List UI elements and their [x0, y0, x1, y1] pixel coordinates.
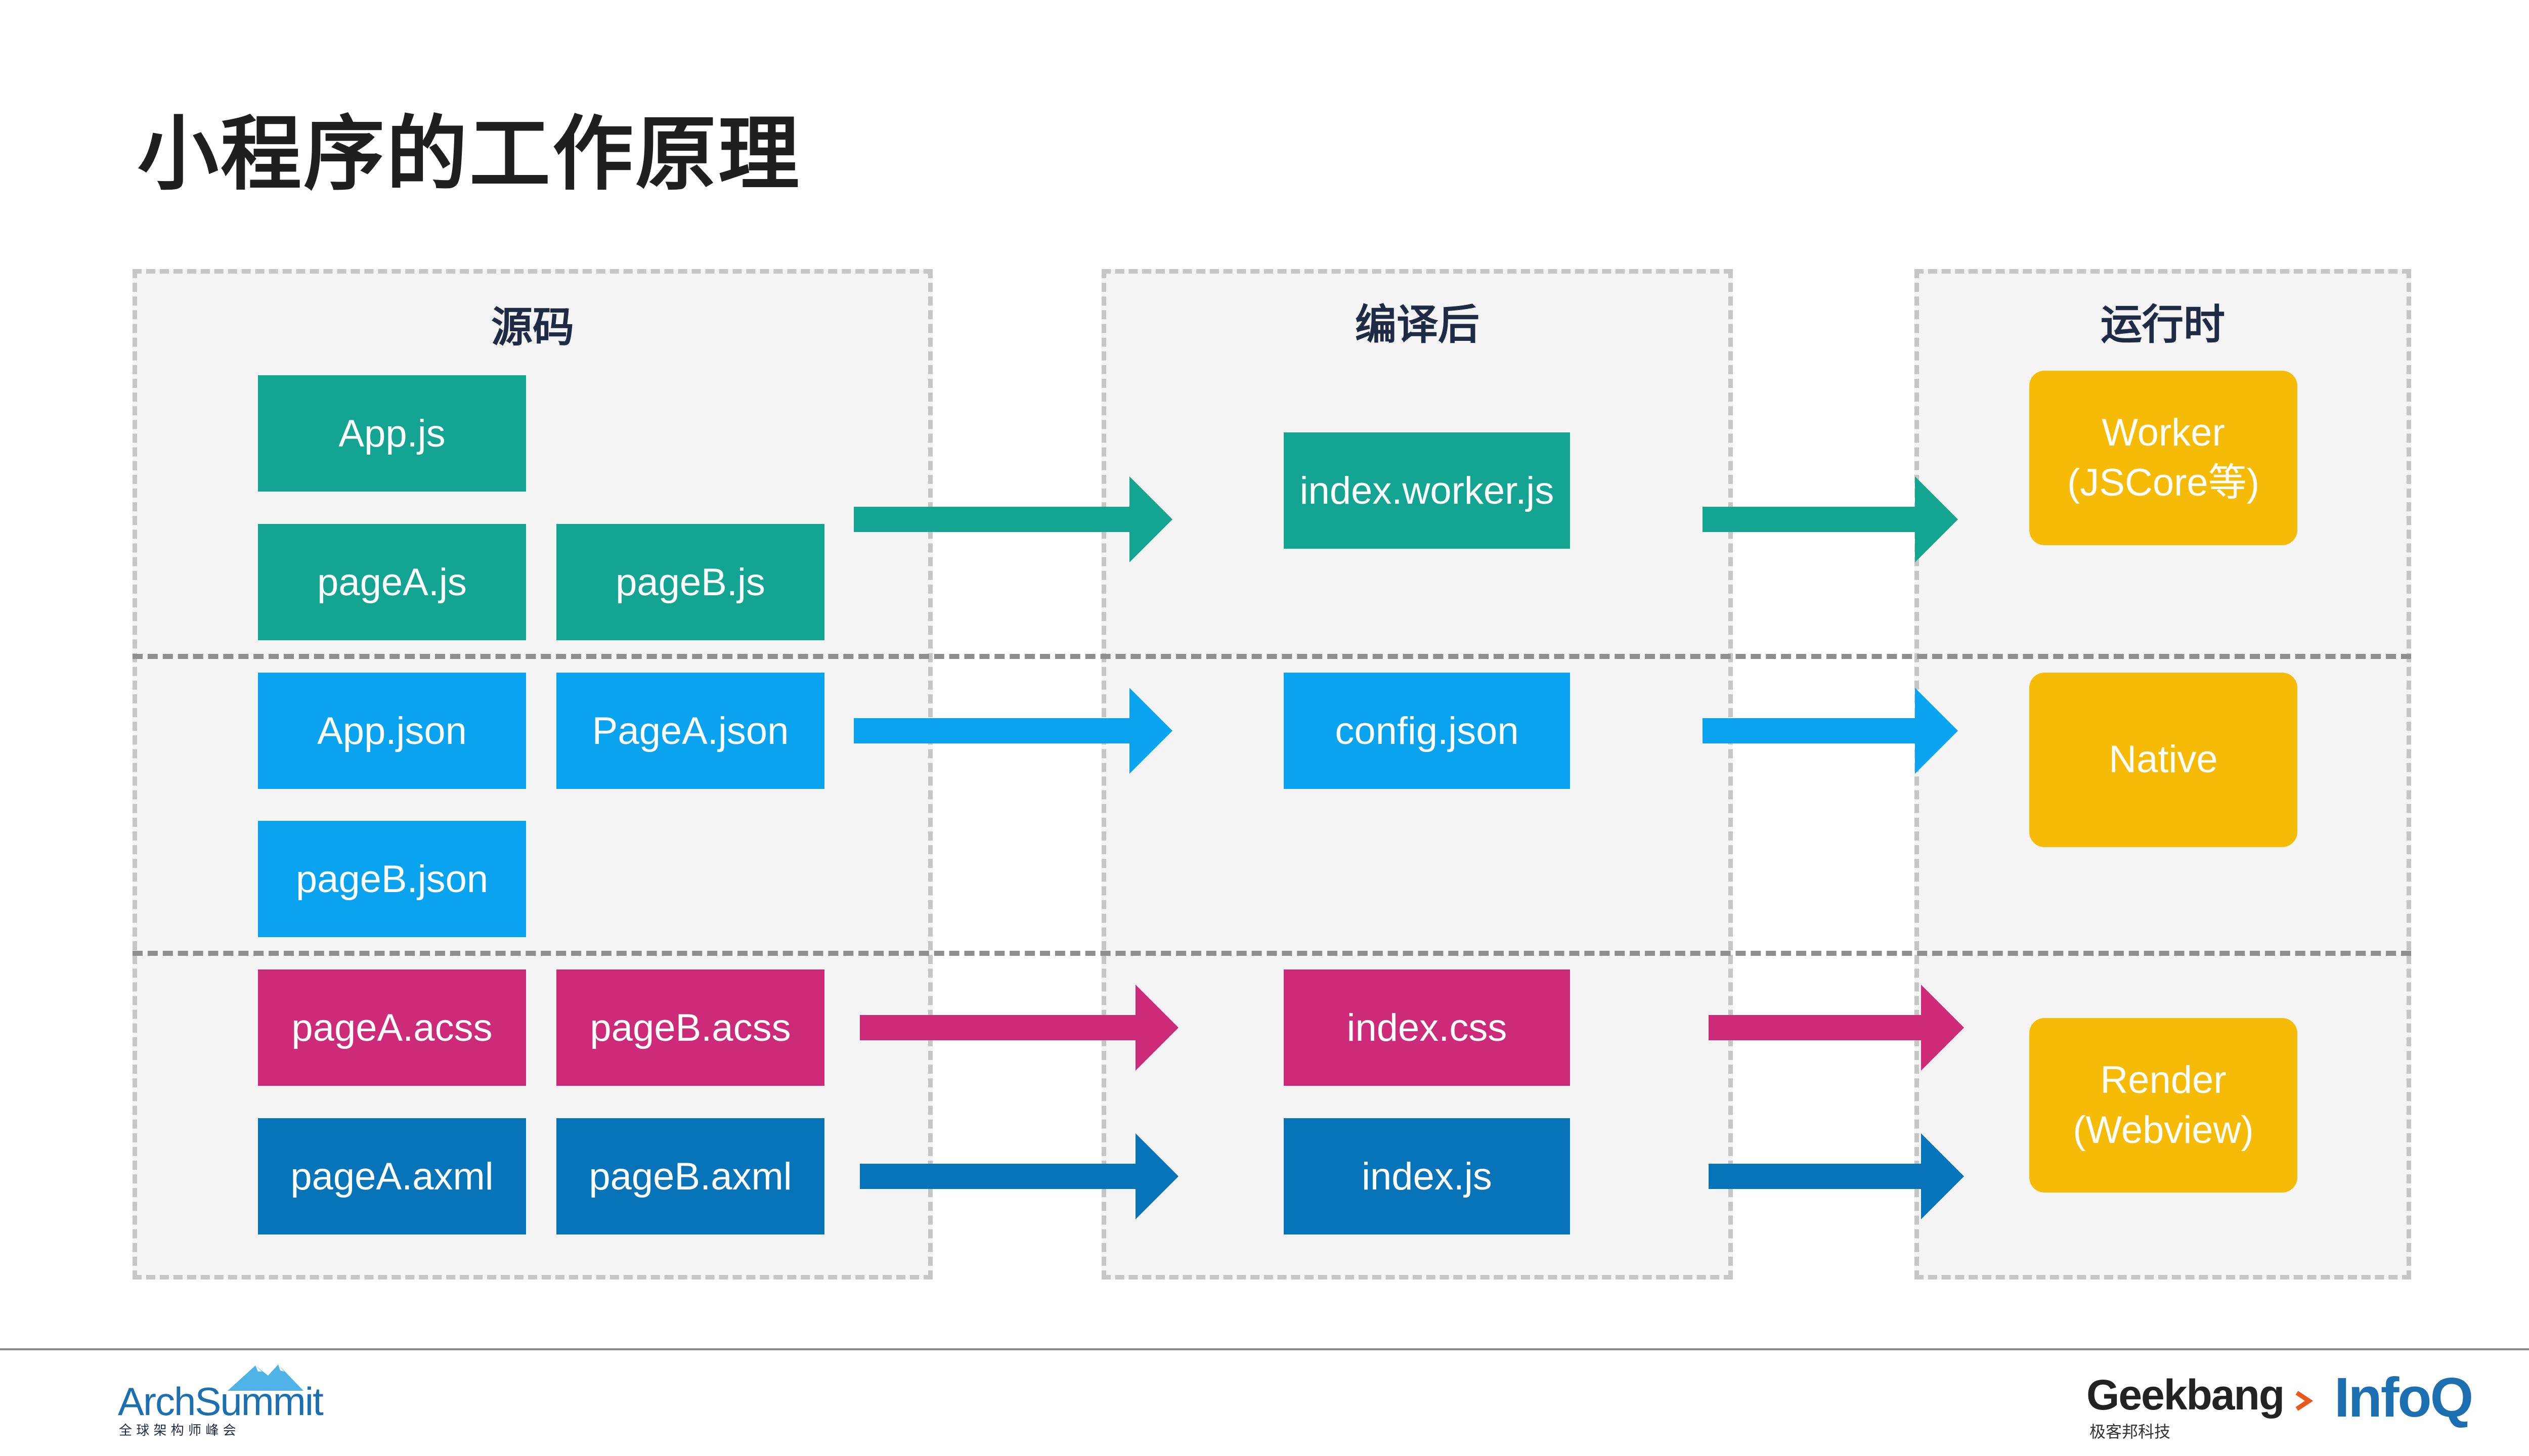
- runtime-render-line1: Render: [2100, 1058, 2227, 1101]
- arrow-axml-to-compiled: [860, 1133, 1179, 1219]
- file-app-json: App.json: [258, 673, 526, 789]
- geekbang-logo: Geekbang 极客邦科技: [2086, 1371, 2319, 1441]
- source-column-title: 源码: [491, 303, 574, 351]
- page-title: 小程序的工作原理: [138, 107, 802, 201]
- runtime-native-label: Native: [2109, 738, 2218, 781]
- infoq-logo: InfoQ: [2334, 1366, 2473, 1429]
- runtime-render: Render (Webview): [2029, 1018, 2297, 1193]
- file-pageb-axml: pageB.axml: [556, 1118, 824, 1234]
- compiled-index-worker-js: index.worker.js: [1284, 432, 1570, 549]
- file-pagea-axml: pageA.axml: [258, 1118, 526, 1234]
- archsummit-subtitle: 全 球 架 构 师 峰 会: [119, 1423, 236, 1438]
- compiled-index-js: index.js: [1284, 1118, 1570, 1234]
- file-pagea-json: PageA.json: [556, 673, 824, 789]
- geekbang-wordmark: Geekbang: [2086, 1371, 2285, 1419]
- runtime-worker: Worker (JSCore等): [2029, 371, 2297, 545]
- arrow-worker-to-runtime: [1703, 476, 1958, 562]
- geekbang-chevron-icon: [2295, 1391, 2313, 1411]
- arrow-acss-to-compiled: [860, 985, 1179, 1071]
- file-pagea-js: pageA.js: [258, 524, 526, 640]
- geekbang-subtitle: 极客邦科技: [2089, 1422, 2171, 1441]
- archsummit-logo: ArchSummit 全 球 架 构 师 峰 会: [114, 1360, 341, 1441]
- runtime-render-line2: (Webview): [2073, 1108, 2254, 1152]
- runtime-column-title: 运行时: [2100, 301, 2225, 349]
- runtime-native: Native: [2029, 673, 2297, 847]
- file-pagea-acss: pageA.acss: [258, 969, 526, 1086]
- footer-divider: [0, 1348, 2529, 1350]
- compiled-config-json: config.json: [1284, 673, 1570, 789]
- file-pageb-json: pageB.json: [258, 821, 526, 937]
- file-pageb-acss: pageB.acss: [556, 969, 824, 1086]
- arrow-css-to-runtime: [1709, 985, 1964, 1071]
- arrow-js-to-compiled: [854, 476, 1172, 562]
- runtime-worker-line1: Worker: [2102, 411, 2225, 454]
- compiled-index-css: index.css: [1284, 969, 1570, 1086]
- file-app-js: App.js: [258, 375, 526, 492]
- runtime-worker-line2: (JSCore等): [2067, 461, 2260, 504]
- row-separator-2: [133, 951, 2411, 956]
- archsummit-wordmark: ArchSummit: [118, 1379, 324, 1424]
- arrow-json-to-compiled: [854, 688, 1172, 774]
- row-separator-1: [133, 654, 2411, 659]
- arrow-config-to-runtime: [1703, 688, 1958, 774]
- file-pageb-js: pageB.js: [556, 524, 824, 640]
- mountain-icon: [228, 1364, 303, 1391]
- compiled-column-title: 编译后: [1355, 301, 1479, 349]
- arrow-js-to-runtime: [1709, 1133, 1964, 1219]
